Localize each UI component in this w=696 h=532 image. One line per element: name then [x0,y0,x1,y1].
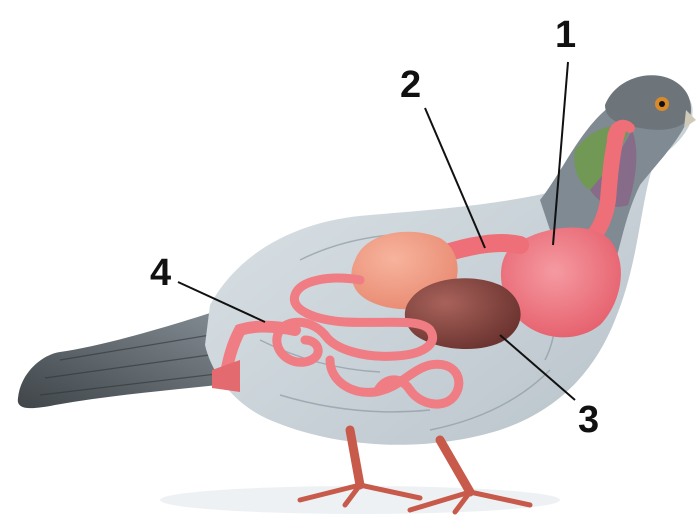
label-2: 2 [400,64,421,106]
label-1: 1 [555,14,576,56]
label-4: 4 [150,252,171,294]
label-3: 3 [578,399,599,441]
pigeon-eye-pupil [659,101,665,107]
